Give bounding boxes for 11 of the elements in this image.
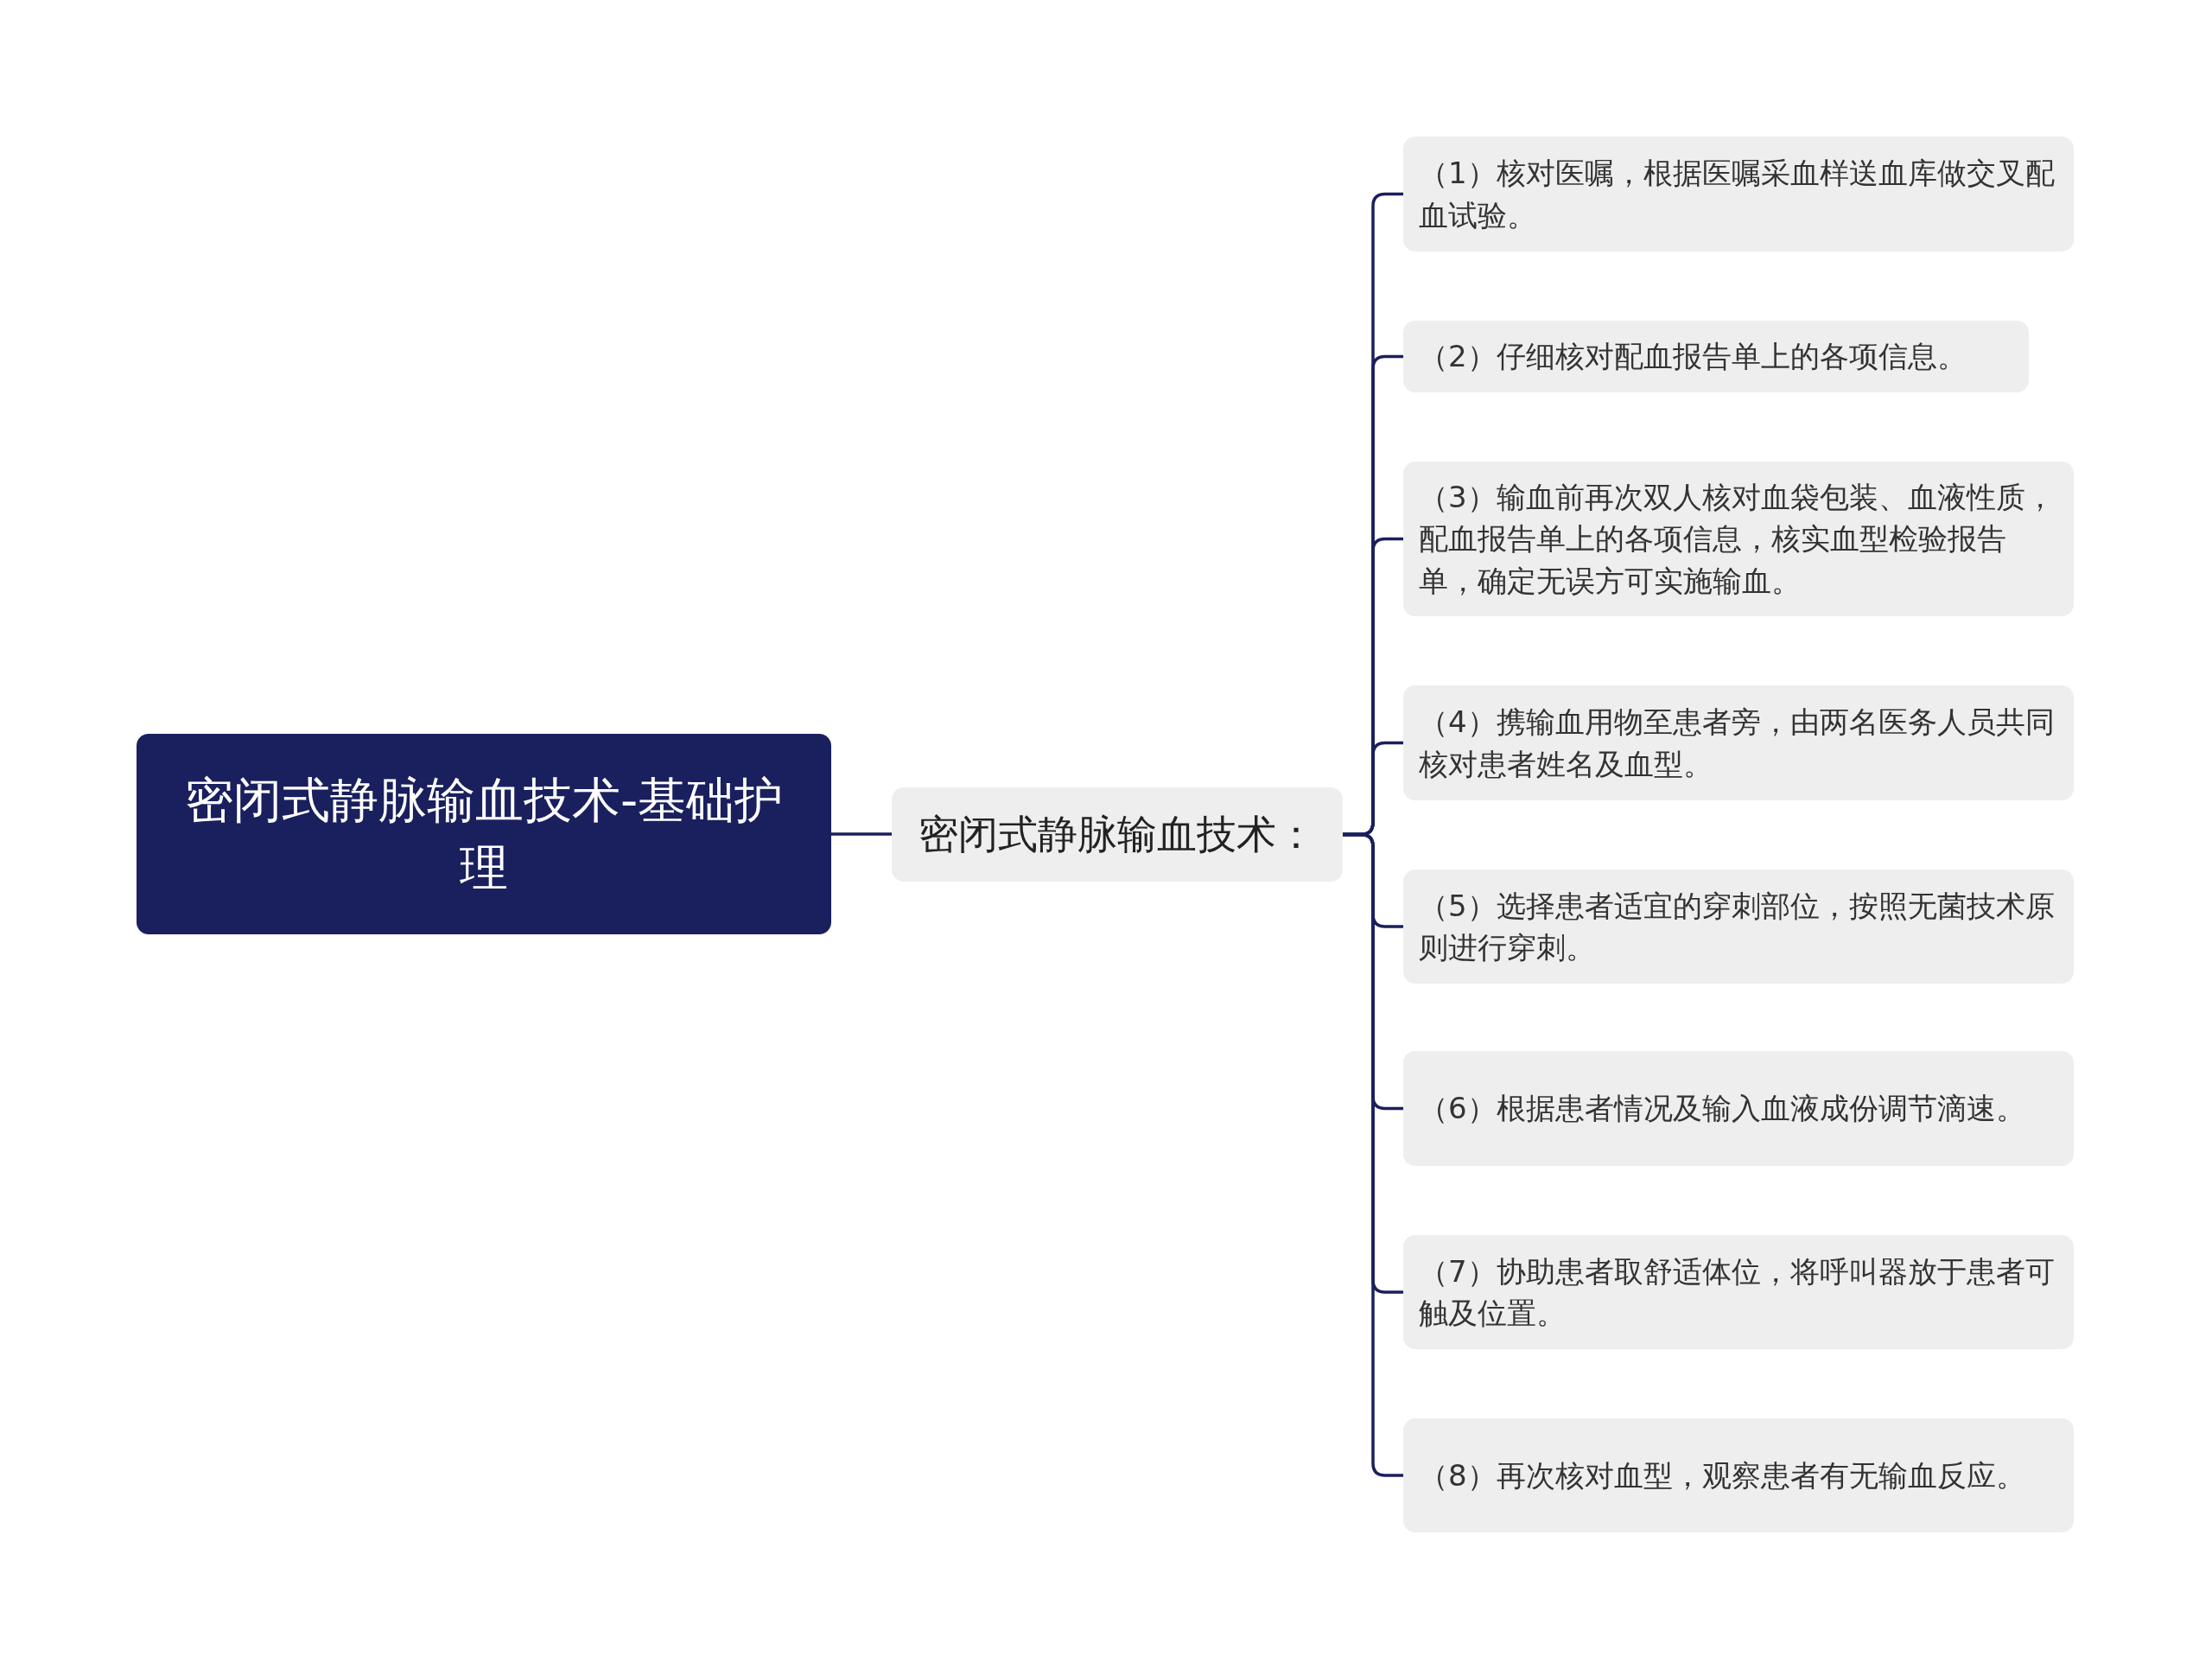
topic-box: 密闭式静脉输血技术： xyxy=(892,787,1343,882)
step-box: （6）根据患者情况及输入血液成份调节滴速。 xyxy=(1403,1051,2074,1166)
step-box: （7）协助患者取舒适体位，将呼叫器放于患者可触及位置。 xyxy=(1403,1235,2074,1349)
step-box: （4）携输血用物至患者旁，由两名医务人员共同核对患者姓名及血型。 xyxy=(1403,685,2074,800)
step-box: （1）核对医嘱，根据医嘱采血样送血库做交叉配血试验。 xyxy=(1403,137,2074,252)
step-box: （3）输血前再次双人核对血袋包装、血液性质，配血报告单上的各项信息，核实血型检验报告单，确定无误方可实施输血。 xyxy=(1403,462,2074,616)
step-box: （8）再次核对血型，观察患者有无输血反应。 xyxy=(1403,1418,2074,1532)
connector-line xyxy=(831,832,892,836)
step-box: （5）选择患者适宜的穿刺部位，按照无菌技术原则进行穿刺。 xyxy=(1403,870,2074,984)
root-box: 密闭式静脉输血技术-基础护理 xyxy=(137,734,831,934)
step-box: （2）仔细核对配血报告单上的各项信息。 xyxy=(1403,321,2029,392)
